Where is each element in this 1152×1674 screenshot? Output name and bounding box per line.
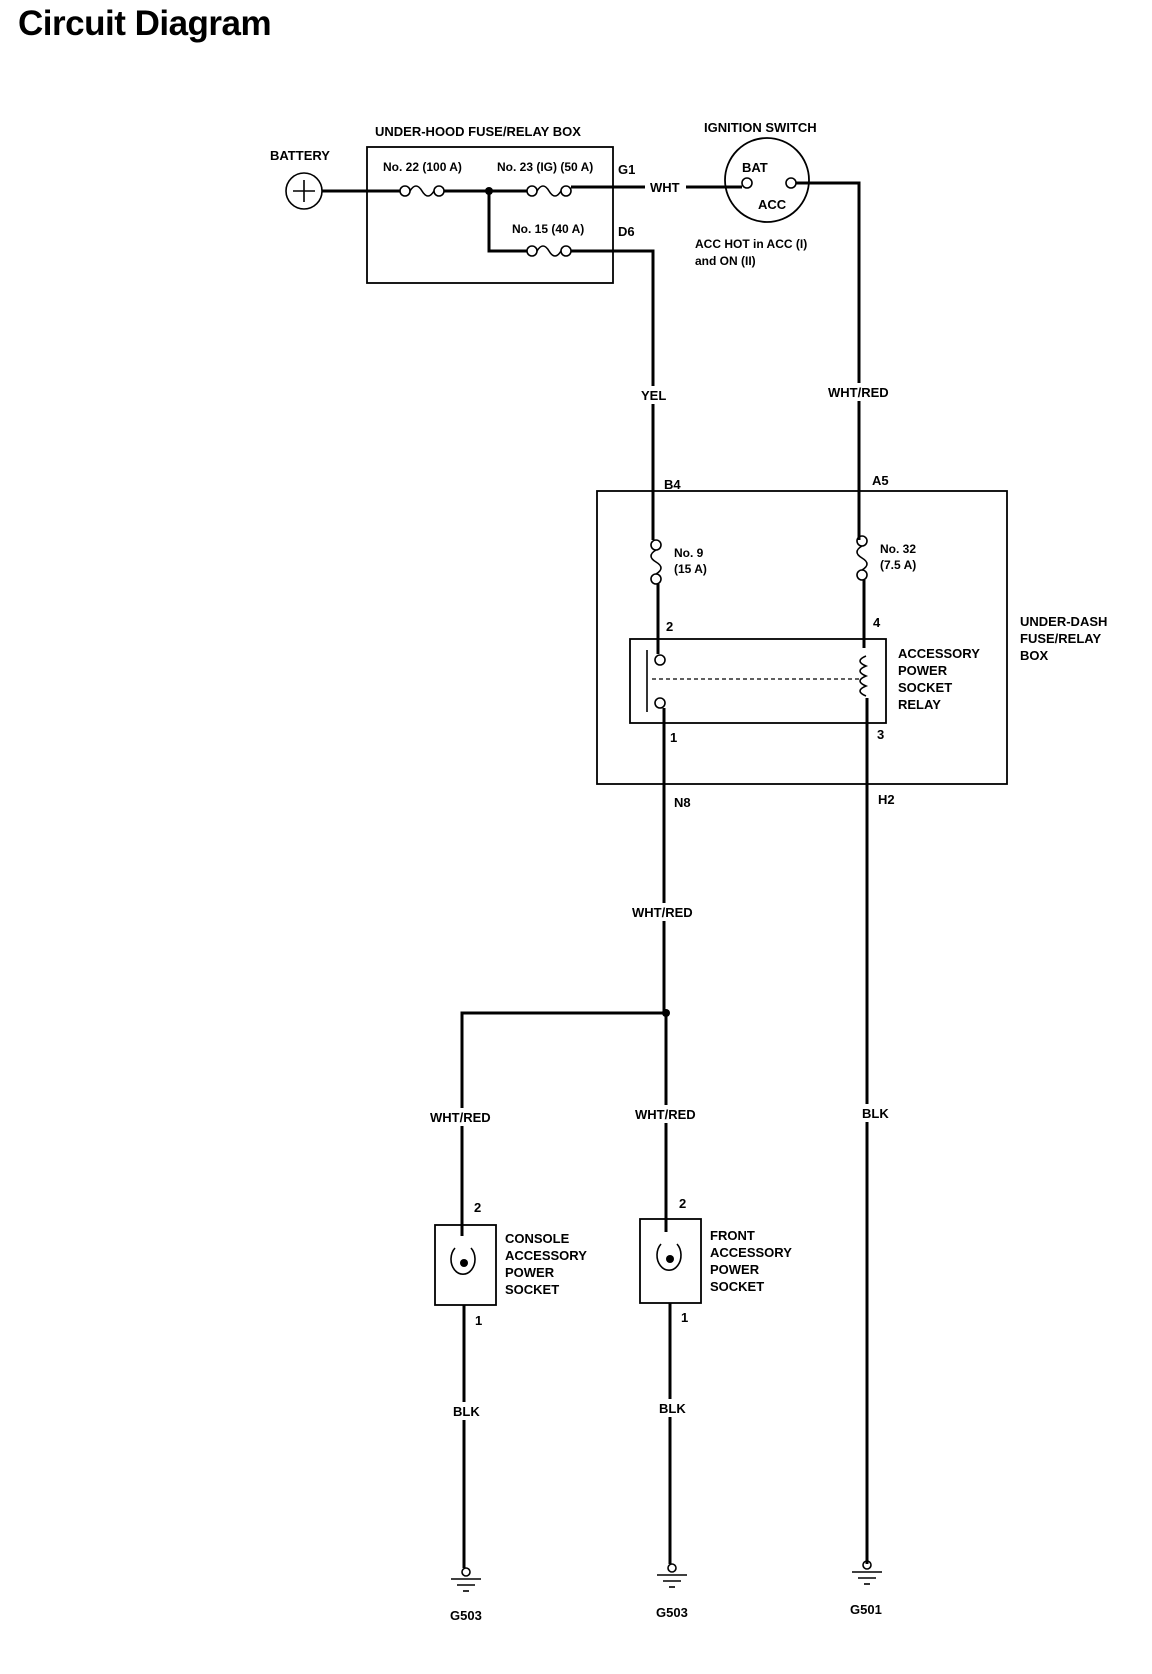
- ground-icon: [657, 1563, 687, 1588]
- front-socket-label-2: ACCESSORY: [710, 1245, 792, 1260]
- wire-label-wht-red-front: WHT/RED: [635, 1107, 696, 1122]
- fuse-32-line1: No. 32: [880, 542, 916, 556]
- underhood-box-label: UNDER-HOOD FUSE/RELAY BOX: [375, 124, 581, 139]
- relay-label-4: RELAY: [898, 697, 941, 712]
- wire-label-blk-front: BLK: [659, 1401, 686, 1416]
- ignition-switch-label: IGNITION SWITCH: [704, 120, 817, 135]
- console-socket-label-2: ACCESSORY: [505, 1248, 587, 1263]
- acc-note-line2: and ON (II): [695, 254, 756, 268]
- front-socket-label-3: POWER: [710, 1262, 760, 1277]
- ignition-switch: [724, 137, 810, 223]
- connector-g1: G1: [618, 162, 635, 177]
- wire-label-blk-console: BLK: [453, 1404, 480, 1419]
- front-socket-label-4: SOCKET: [710, 1279, 764, 1294]
- fuse-15-label: No. 15 (40 A): [512, 222, 584, 236]
- underdash-label-3: BOX: [1020, 648, 1049, 663]
- fuse-9-line1: No. 9: [674, 546, 704, 560]
- acc-note-line1: ACC HOT in ACC (I): [695, 237, 807, 251]
- ground-label-front: G503: [656, 1605, 688, 1620]
- console-pin-1: 1: [475, 1313, 482, 1328]
- front-pin-2: 2: [679, 1196, 686, 1211]
- wire-label-blk-h2: BLK: [862, 1106, 889, 1121]
- front-pin-1: 1: [681, 1310, 688, 1325]
- relay-label-3: SOCKET: [898, 680, 952, 695]
- console-pin-2: 2: [474, 1200, 481, 1215]
- connector-h2: H2: [878, 792, 895, 807]
- ignition-acc: ACC: [758, 197, 787, 212]
- connector-b4: B4: [664, 477, 681, 492]
- relay-label-1: ACCESSORY: [898, 646, 980, 661]
- ignition-bat: BAT: [742, 160, 768, 175]
- accessory-power-socket-relay: [629, 638, 887, 724]
- fuse-22-label: No. 22 (100 A): [383, 160, 462, 174]
- ground-label-console: G503: [450, 1608, 482, 1623]
- console-socket-label-1: CONSOLE: [505, 1231, 570, 1246]
- wire-label-wht-red-n8: WHT/RED: [632, 905, 693, 920]
- battery-label: BATTERY: [270, 148, 330, 163]
- fuse-9-symbol: [650, 539, 662, 585]
- fuse-32-symbol: [856, 535, 868, 581]
- underdash-fuse-box: [596, 490, 1008, 785]
- fuse-23-symbol: [526, 185, 572, 197]
- wire-label-wht-red-ign: WHT/RED: [828, 385, 889, 400]
- wire-acc-out: [796, 181, 861, 540]
- ground-icon: [852, 1560, 882, 1585]
- relay-coil: [859, 655, 869, 697]
- fuse-22-symbol: [399, 185, 445, 197]
- underhood-fuse-box: [366, 146, 614, 284]
- connector-d6: D6: [618, 224, 635, 239]
- ground-icon: [451, 1567, 481, 1592]
- connector-a5: A5: [872, 473, 889, 488]
- relay-pin-4: 4: [873, 615, 881, 630]
- battery-symbol: [285, 172, 323, 210]
- diagram-title: Circuit Diagram: [18, 4, 272, 43]
- front-socket-label-1: FRONT: [710, 1228, 755, 1243]
- relay-pin-1: 1: [670, 730, 677, 745]
- wire-label-wht: WHT: [650, 180, 680, 195]
- wire-console-branch: [460, 1011, 666, 1236]
- console-socket-label-3: POWER: [505, 1265, 555, 1280]
- console-socket-label-4: SOCKET: [505, 1282, 559, 1297]
- fuse-9-line2: (15 A): [674, 562, 707, 576]
- fuse-32-line2: (7.5 A): [880, 558, 916, 572]
- underdash-label-1: UNDER-DASH: [1020, 614, 1107, 629]
- relay-pin-2: 2: [666, 619, 673, 634]
- fuse-23-label: No. 23 (IG) (50 A): [497, 160, 593, 174]
- fuse-15-symbol: [526, 245, 572, 257]
- ground-label-relay: G501: [850, 1602, 882, 1617]
- wire-to-fuse-15: [487, 191, 527, 253]
- connector-n8: N8: [674, 795, 691, 810]
- wire-yel: [571, 249, 655, 540]
- wire-label-wht-red-console: WHT/RED: [430, 1110, 491, 1125]
- relay-pin-3: 3: [877, 727, 884, 742]
- underdash-label-2: FUSE/RELAY: [1020, 631, 1101, 646]
- relay-label-2: POWER: [898, 663, 948, 678]
- wire-label-yel: YEL: [641, 388, 666, 403]
